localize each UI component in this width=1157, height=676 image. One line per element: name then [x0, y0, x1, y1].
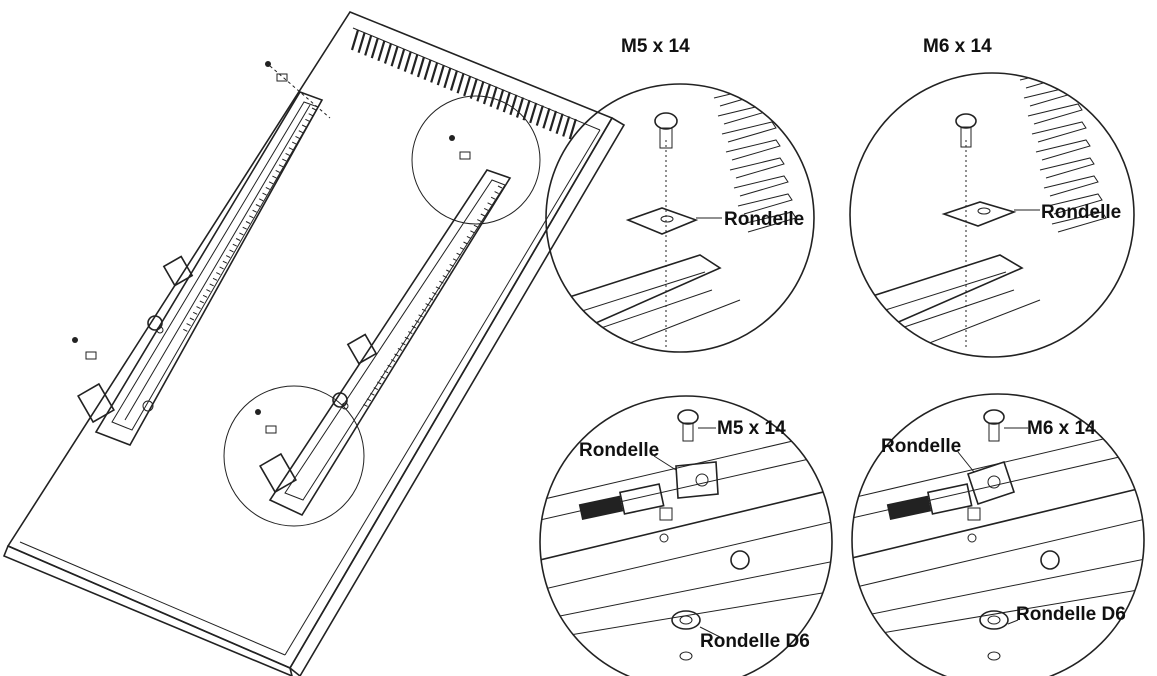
label-screw-m6-bottom: M6 x 14 — [1027, 418, 1096, 439]
label-screw-m5-bottom: M5 x 14 — [717, 418, 786, 439]
label-spacer-d6-right: Rondelle D6 — [1016, 604, 1126, 625]
left-mounting-arm — [77, 91, 324, 446]
tv-panel — [2, 11, 626, 676]
vent-slots — [350, 29, 577, 140]
detail-circle-lower — [223, 385, 365, 527]
detail-m6-bottom: M6 x 14 Rondelle Rondelle D6 — [851, 393, 1145, 676]
label-screw-m5-top: M5 x 14 — [621, 36, 690, 57]
panel-screws — [72, 61, 331, 412]
label-washer-bottom-left: Rondelle — [579, 440, 659, 461]
label-washer-top-right: Rondelle — [1041, 202, 1121, 223]
label-washer-top-left: Rondelle — [724, 209, 804, 230]
label-screw-m6-top: M6 x 14 — [923, 36, 992, 57]
detail-circle-upper — [411, 95, 541, 225]
label-spacer-d6-left: Rondelle D6 — [700, 631, 810, 652]
detail-m5-top: M5 x 14 Rondelle — [545, 36, 815, 353]
detail-m6-top: M6 x 14 Rondelle — [849, 36, 1135, 358]
detail-m5-bottom: M5 x 14 Rondelle Rondelle D6 — [539, 395, 833, 676]
label-washer-bottom-right: Rondelle — [881, 436, 961, 457]
right-mounting-arm — [259, 169, 512, 517]
